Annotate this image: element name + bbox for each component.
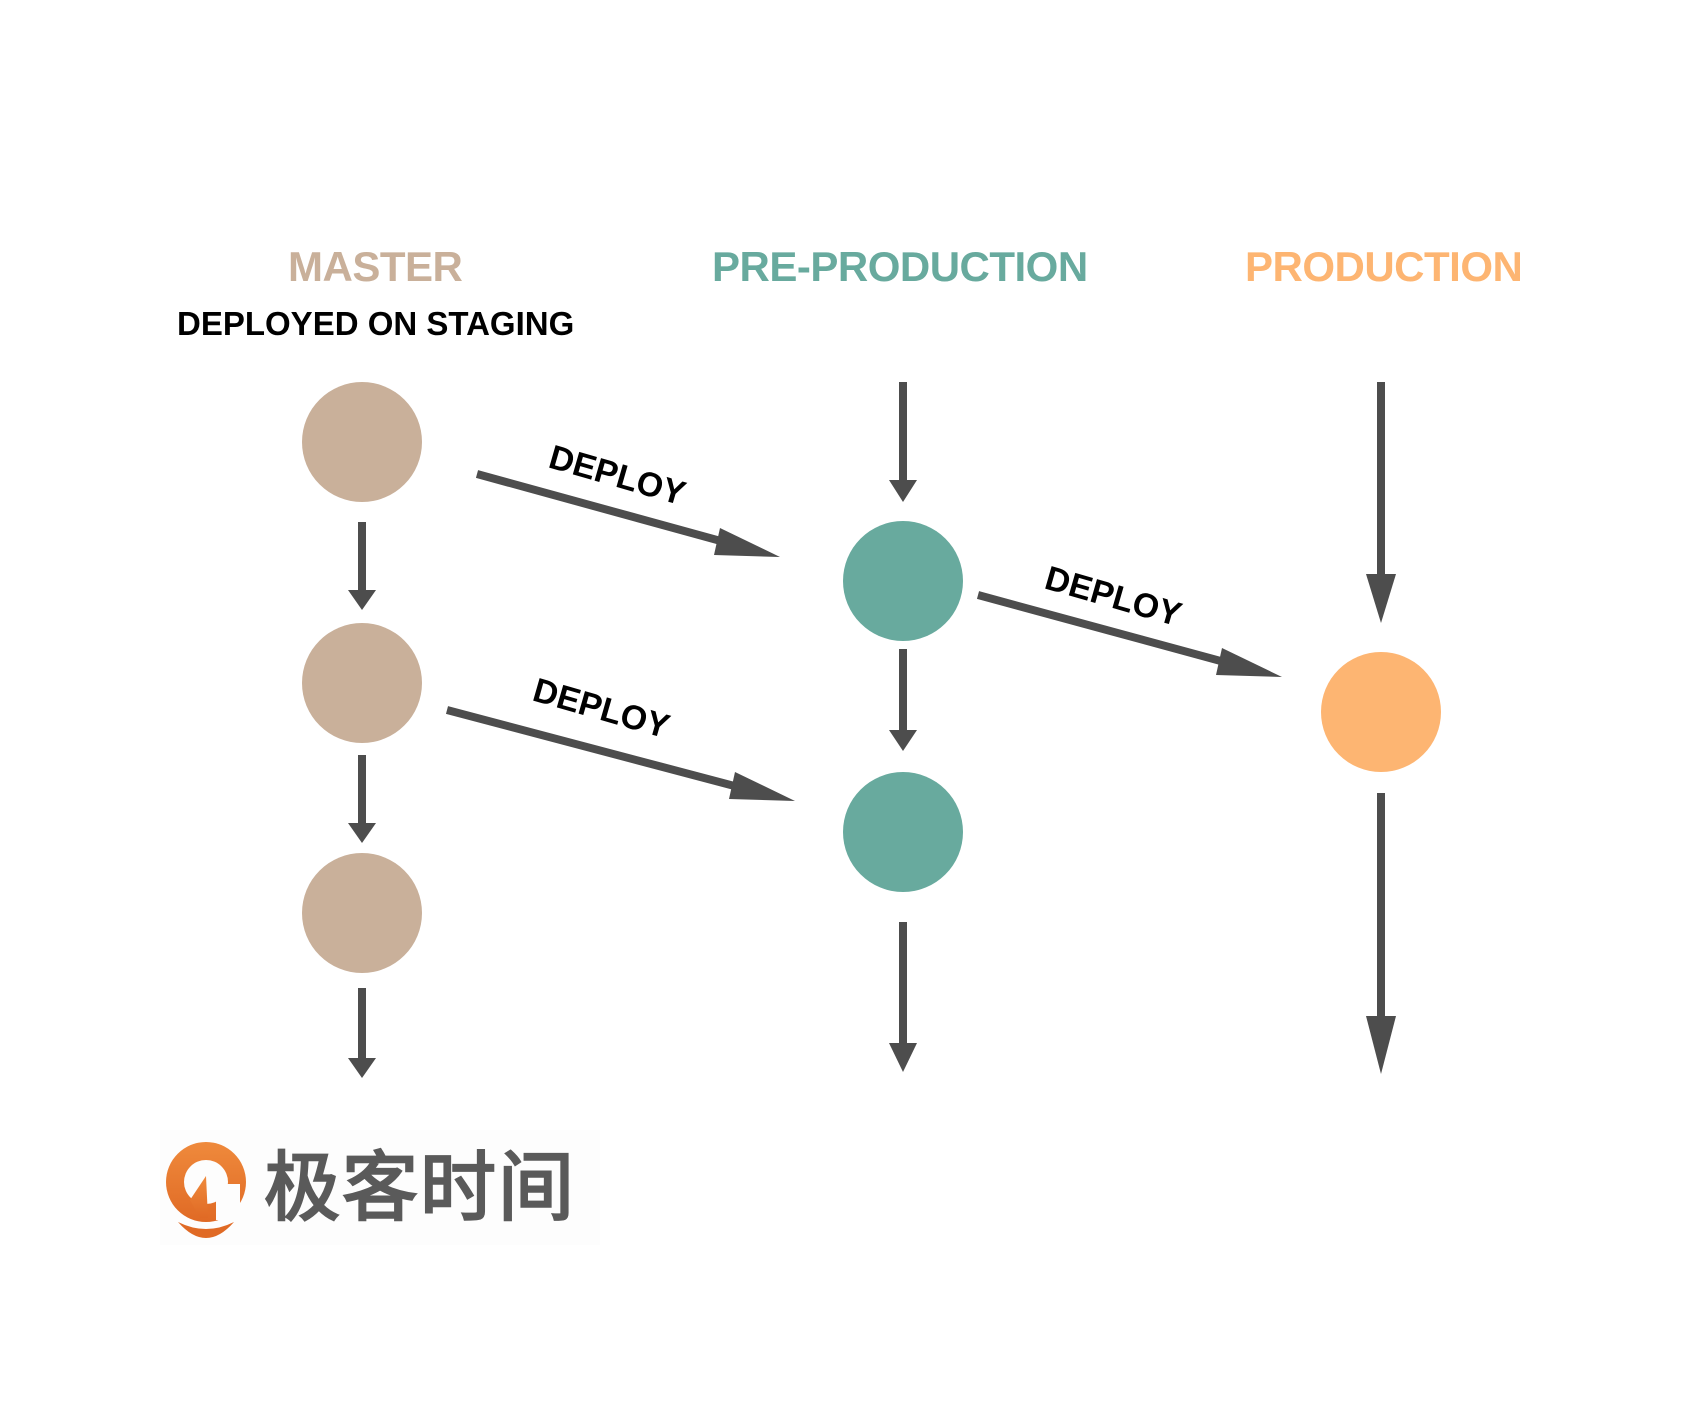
master-commit-node-1 xyxy=(302,382,422,502)
production-arrow-out xyxy=(1366,793,1396,1074)
pre-production-arrow-out xyxy=(889,922,917,1072)
pre-production-node-2 xyxy=(843,772,963,892)
deploy-arrow-master2-to-preprod2 xyxy=(445,706,795,801)
deploy-label-3: DEPLOY xyxy=(1041,559,1186,634)
column-title-master: MASTER xyxy=(288,243,463,290)
pre-production-arrow-in xyxy=(889,382,917,502)
pre-production-arrow-1-2 xyxy=(889,649,917,751)
production-node-1 xyxy=(1321,652,1441,772)
pre-production-node-1 xyxy=(843,521,963,641)
deploy-arrow-master1-to-preprod1 xyxy=(475,470,780,557)
master-subtitle: DEPLOYED ON STAGING xyxy=(177,305,575,342)
master-commit-node-3 xyxy=(302,853,422,973)
deploy-arrow-preprod1-to-prod1 xyxy=(976,591,1282,677)
geektime-logo: 极客时间 xyxy=(160,1130,600,1245)
geektime-logo-icon xyxy=(166,1141,246,1238)
master-commit-node-2 xyxy=(302,623,422,743)
master-arrow-2-3 xyxy=(348,755,376,843)
master-arrow-out xyxy=(348,988,376,1078)
master-arrow-1-2 xyxy=(348,522,376,610)
column-title-pre-production: PRE-PRODUCTION xyxy=(712,243,1088,290)
production-arrow-in xyxy=(1366,382,1396,623)
geektime-logo-text: 极客时间 xyxy=(264,1142,576,1232)
column-title-production: PRODUCTION xyxy=(1245,243,1523,290)
